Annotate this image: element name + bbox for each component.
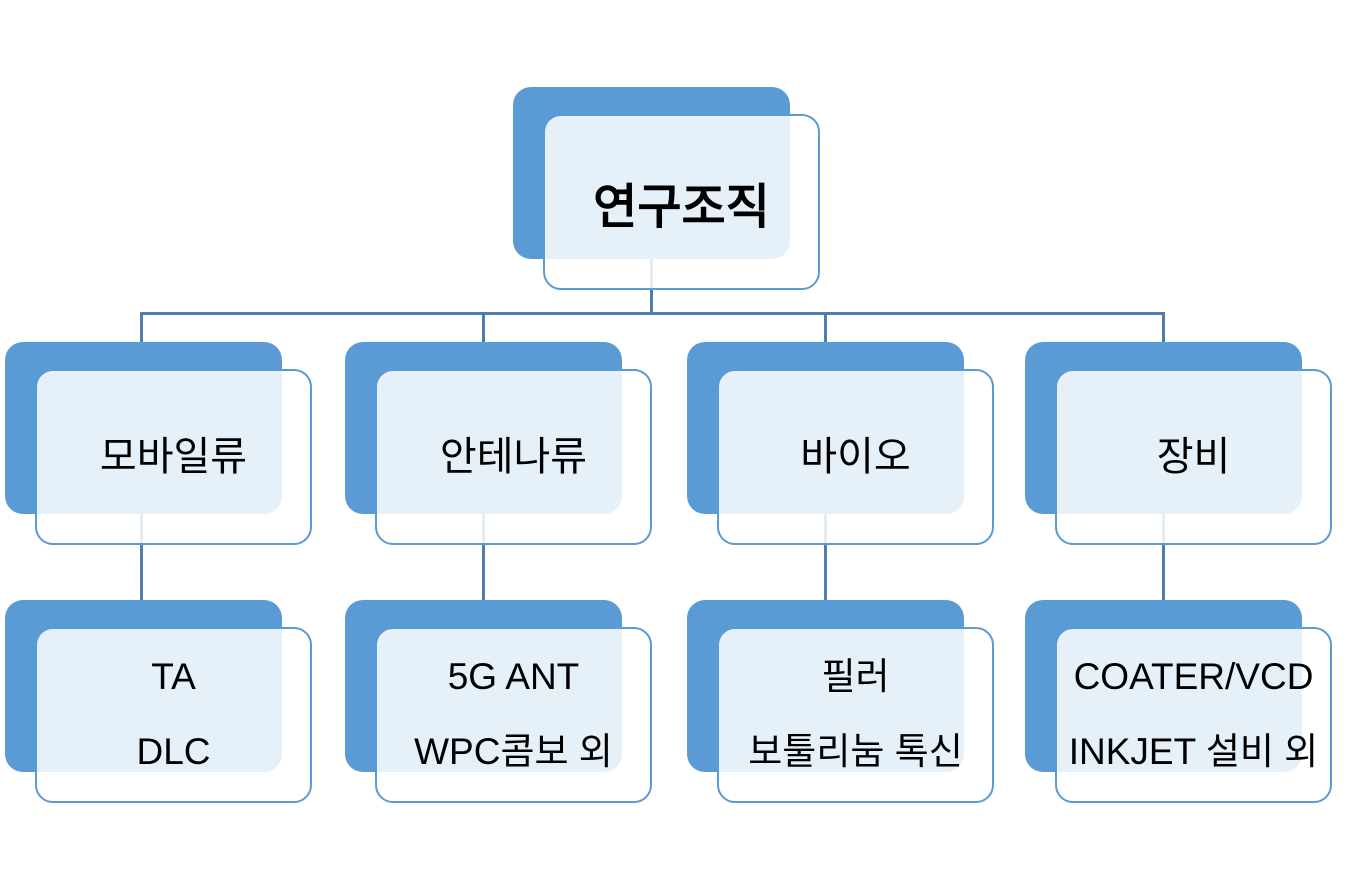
node-card: 5G ANT WPC콤보 외: [375, 627, 652, 803]
leaf-antenna-items: 5G ANT WPC콤보 외: [345, 600, 655, 806]
leaf-item: TA: [151, 656, 196, 698]
connector-branch4-drop: [1162, 312, 1165, 343]
node-card: TA DLC: [35, 627, 312, 803]
root-node-label: 연구조직: [593, 181, 770, 234]
leaf-item: 보툴리눔 톡신: [748, 731, 963, 772]
leaf-item: COATER/VCD: [1073, 656, 1314, 698]
node-card: 연구조직: [543, 114, 820, 290]
leaf-item: INKJET 설비 외: [1068, 731, 1319, 772]
connector-branch3-leaf: [824, 513, 827, 601]
leaf-equipment-items: COATER/VCD INKJET 설비 외: [1025, 600, 1335, 806]
connector-branch2-drop: [482, 312, 485, 343]
leaf-mobile-items: TA DLC: [5, 600, 315, 806]
node-card: COATER/VCD INKJET 설비 외: [1055, 627, 1332, 803]
node-bio: 바이오: [687, 342, 997, 548]
node-card: 필러 보툴리눔 톡신: [717, 627, 994, 803]
node-card: 안테나류: [375, 369, 652, 545]
node-card: 모바일류: [35, 369, 312, 545]
leaf-item: DLC: [136, 731, 211, 772]
node-antenna: 안테나류: [345, 342, 655, 548]
connector-branch3-drop: [824, 312, 827, 343]
branch-node-label: 장비: [1156, 435, 1231, 479]
node-research-org: 연구조직: [513, 87, 823, 293]
leaf-item: 필러: [821, 656, 890, 698]
connector-branch1-drop: [140, 312, 143, 343]
connector-horizontal-bus: [141, 312, 1164, 315]
branch-node-label: 바이오: [800, 435, 911, 479]
branch-node-label: 안테나류: [439, 435, 588, 479]
node-mobile: 모바일류: [5, 342, 315, 548]
node-equipment: 장비: [1025, 342, 1335, 548]
connector-branch2-leaf: [482, 513, 485, 601]
leaf-bio-items: 필러 보툴리눔 톡신: [687, 600, 997, 806]
connector-branch1-leaf: [140, 513, 143, 601]
branch-node-label: 모바일류: [99, 435, 248, 479]
node-card: 장비: [1055, 369, 1332, 545]
leaf-item: WPC콤보 외: [414, 731, 613, 772]
node-card: 바이오: [717, 369, 994, 545]
connector-branch4-leaf: [1162, 513, 1165, 601]
leaf-item: 5G ANT: [447, 656, 580, 698]
